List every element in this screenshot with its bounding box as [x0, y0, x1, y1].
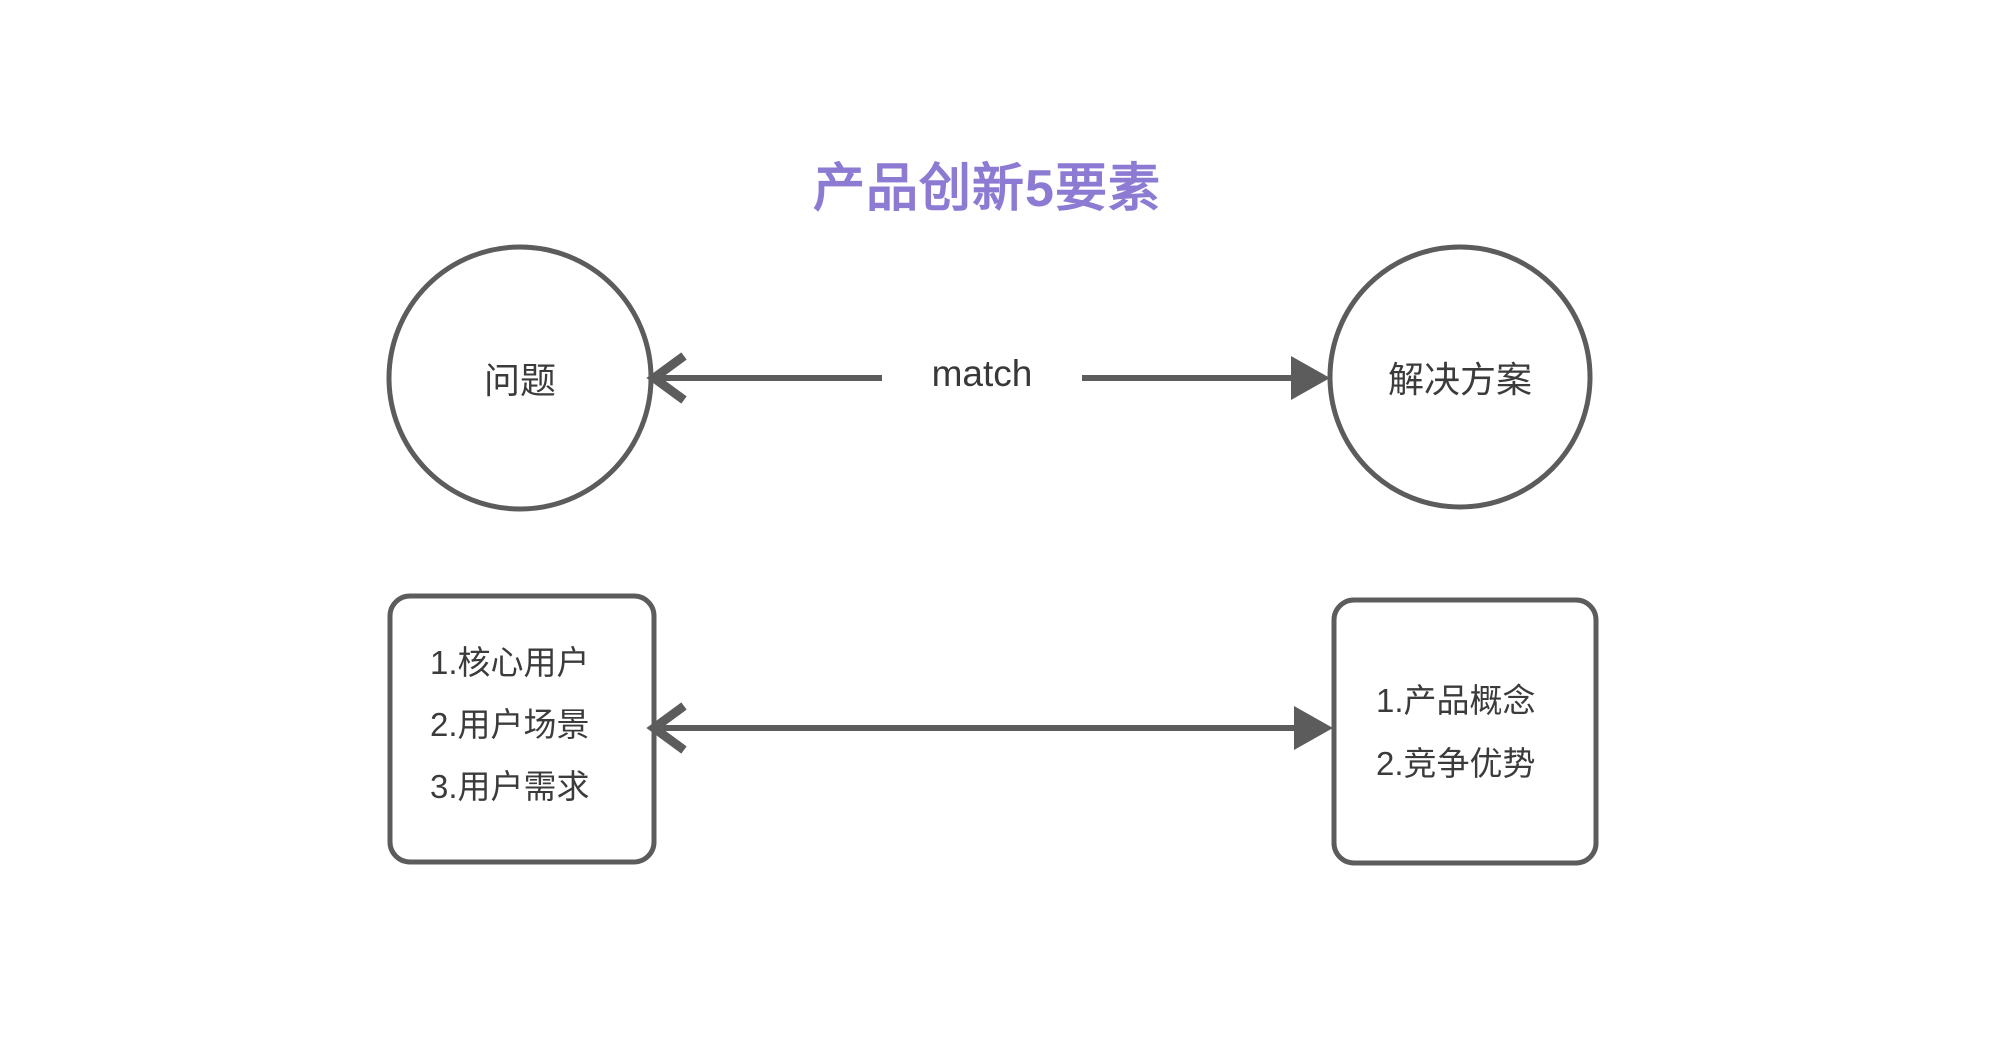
- list-item: 2.用户场景: [430, 706, 590, 743]
- match-connector-label: match: [882, 353, 1082, 395]
- problem-circle-label: 问题: [483, 360, 556, 401]
- solution-factors-box-shape: [1331, 597, 1599, 866]
- boxes-arrow-right-triangle-head: [1294, 706, 1333, 750]
- boxes-arrow-left-chevron-head: [646, 702, 687, 754]
- problem-factors-list: 1.核心用户 2.用户场景 3.用户需求: [430, 632, 590, 818]
- match-arrow-left-chevron-head: [646, 352, 687, 404]
- list-item: 1.核心用户: [430, 644, 590, 681]
- page-title: 产品创新5要素: [813, 160, 1161, 218]
- list-item: 1.产品概念: [1376, 682, 1536, 719]
- list-item: 3.用户需求: [430, 768, 590, 805]
- solution-circle-label: 解决方案: [1387, 359, 1532, 400]
- solution-factors-list: 1.产品概念 2.竞争优势: [1376, 669, 1536, 795]
- solution-circle-shape: [1327, 244, 1593, 510]
- list-item: 2.竞争优势: [1376, 745, 1536, 782]
- match-arrow-right-triangle-head: [1291, 356, 1330, 400]
